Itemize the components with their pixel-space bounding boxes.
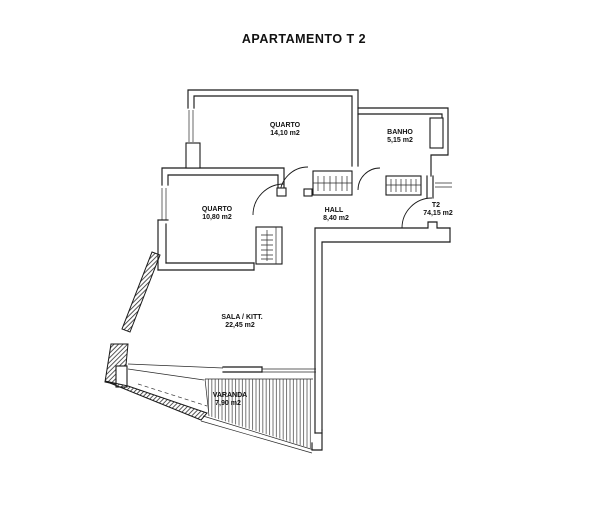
walls-north-quarto <box>187 89 359 167</box>
door-hinge-quarto1 <box>303 188 313 197</box>
label-sala-name: SALA / KITT. <box>221 314 262 321</box>
label-banho-name: BANHO <box>387 129 413 136</box>
label-quarto1-area: 14,10 m2 <box>270 130 300 137</box>
plan-title: APARTAMENTO T 2 <box>241 32 367 46</box>
door-arcs <box>252 166 433 229</box>
label-sala-area: 22,45 m2 <box>225 322 255 329</box>
shaft <box>429 117 444 149</box>
door-arc-banho <box>357 167 381 191</box>
label-varanda-name: VARANDA <box>213 392 247 399</box>
label-t2-name: T2 <box>432 202 440 209</box>
walls-banho-entry <box>357 107 452 199</box>
pilaster <box>185 142 201 169</box>
door-hinge-quarto2 <box>276 187 287 197</box>
label-hall-name: HALL <box>325 207 344 214</box>
label-quarto1-name: QUARTO <box>270 122 301 129</box>
sala-varanda-walls <box>127 363 316 407</box>
walls-quarto2 <box>157 142 285 271</box>
label-t2-area: 74,15 m2 <box>423 210 453 217</box>
hatched-diagonal-walls <box>104 251 208 421</box>
label-banho-area: 5,15 m2 <box>387 137 413 144</box>
walls-south-entry-and-right <box>311 221 451 451</box>
closet-hall-right <box>385 175 422 196</box>
label-quarto2-name: QUARTO <box>202 206 233 213</box>
wardrobe-quarto2 <box>255 226 283 265</box>
closet-hall-left <box>312 170 353 196</box>
counter-dashed-line <box>137 383 208 407</box>
varanda-parapet <box>202 415 315 451</box>
label-quarto2-area: 10,80 m2 <box>202 214 232 221</box>
door-arc-entry <box>401 197 433 229</box>
label-varanda-area: 7,90 m2 <box>215 400 241 407</box>
label-hall-area: 8,40 m2 <box>323 215 349 222</box>
door-arc-quarto2 <box>252 183 285 216</box>
varanda-deck <box>200 378 315 454</box>
